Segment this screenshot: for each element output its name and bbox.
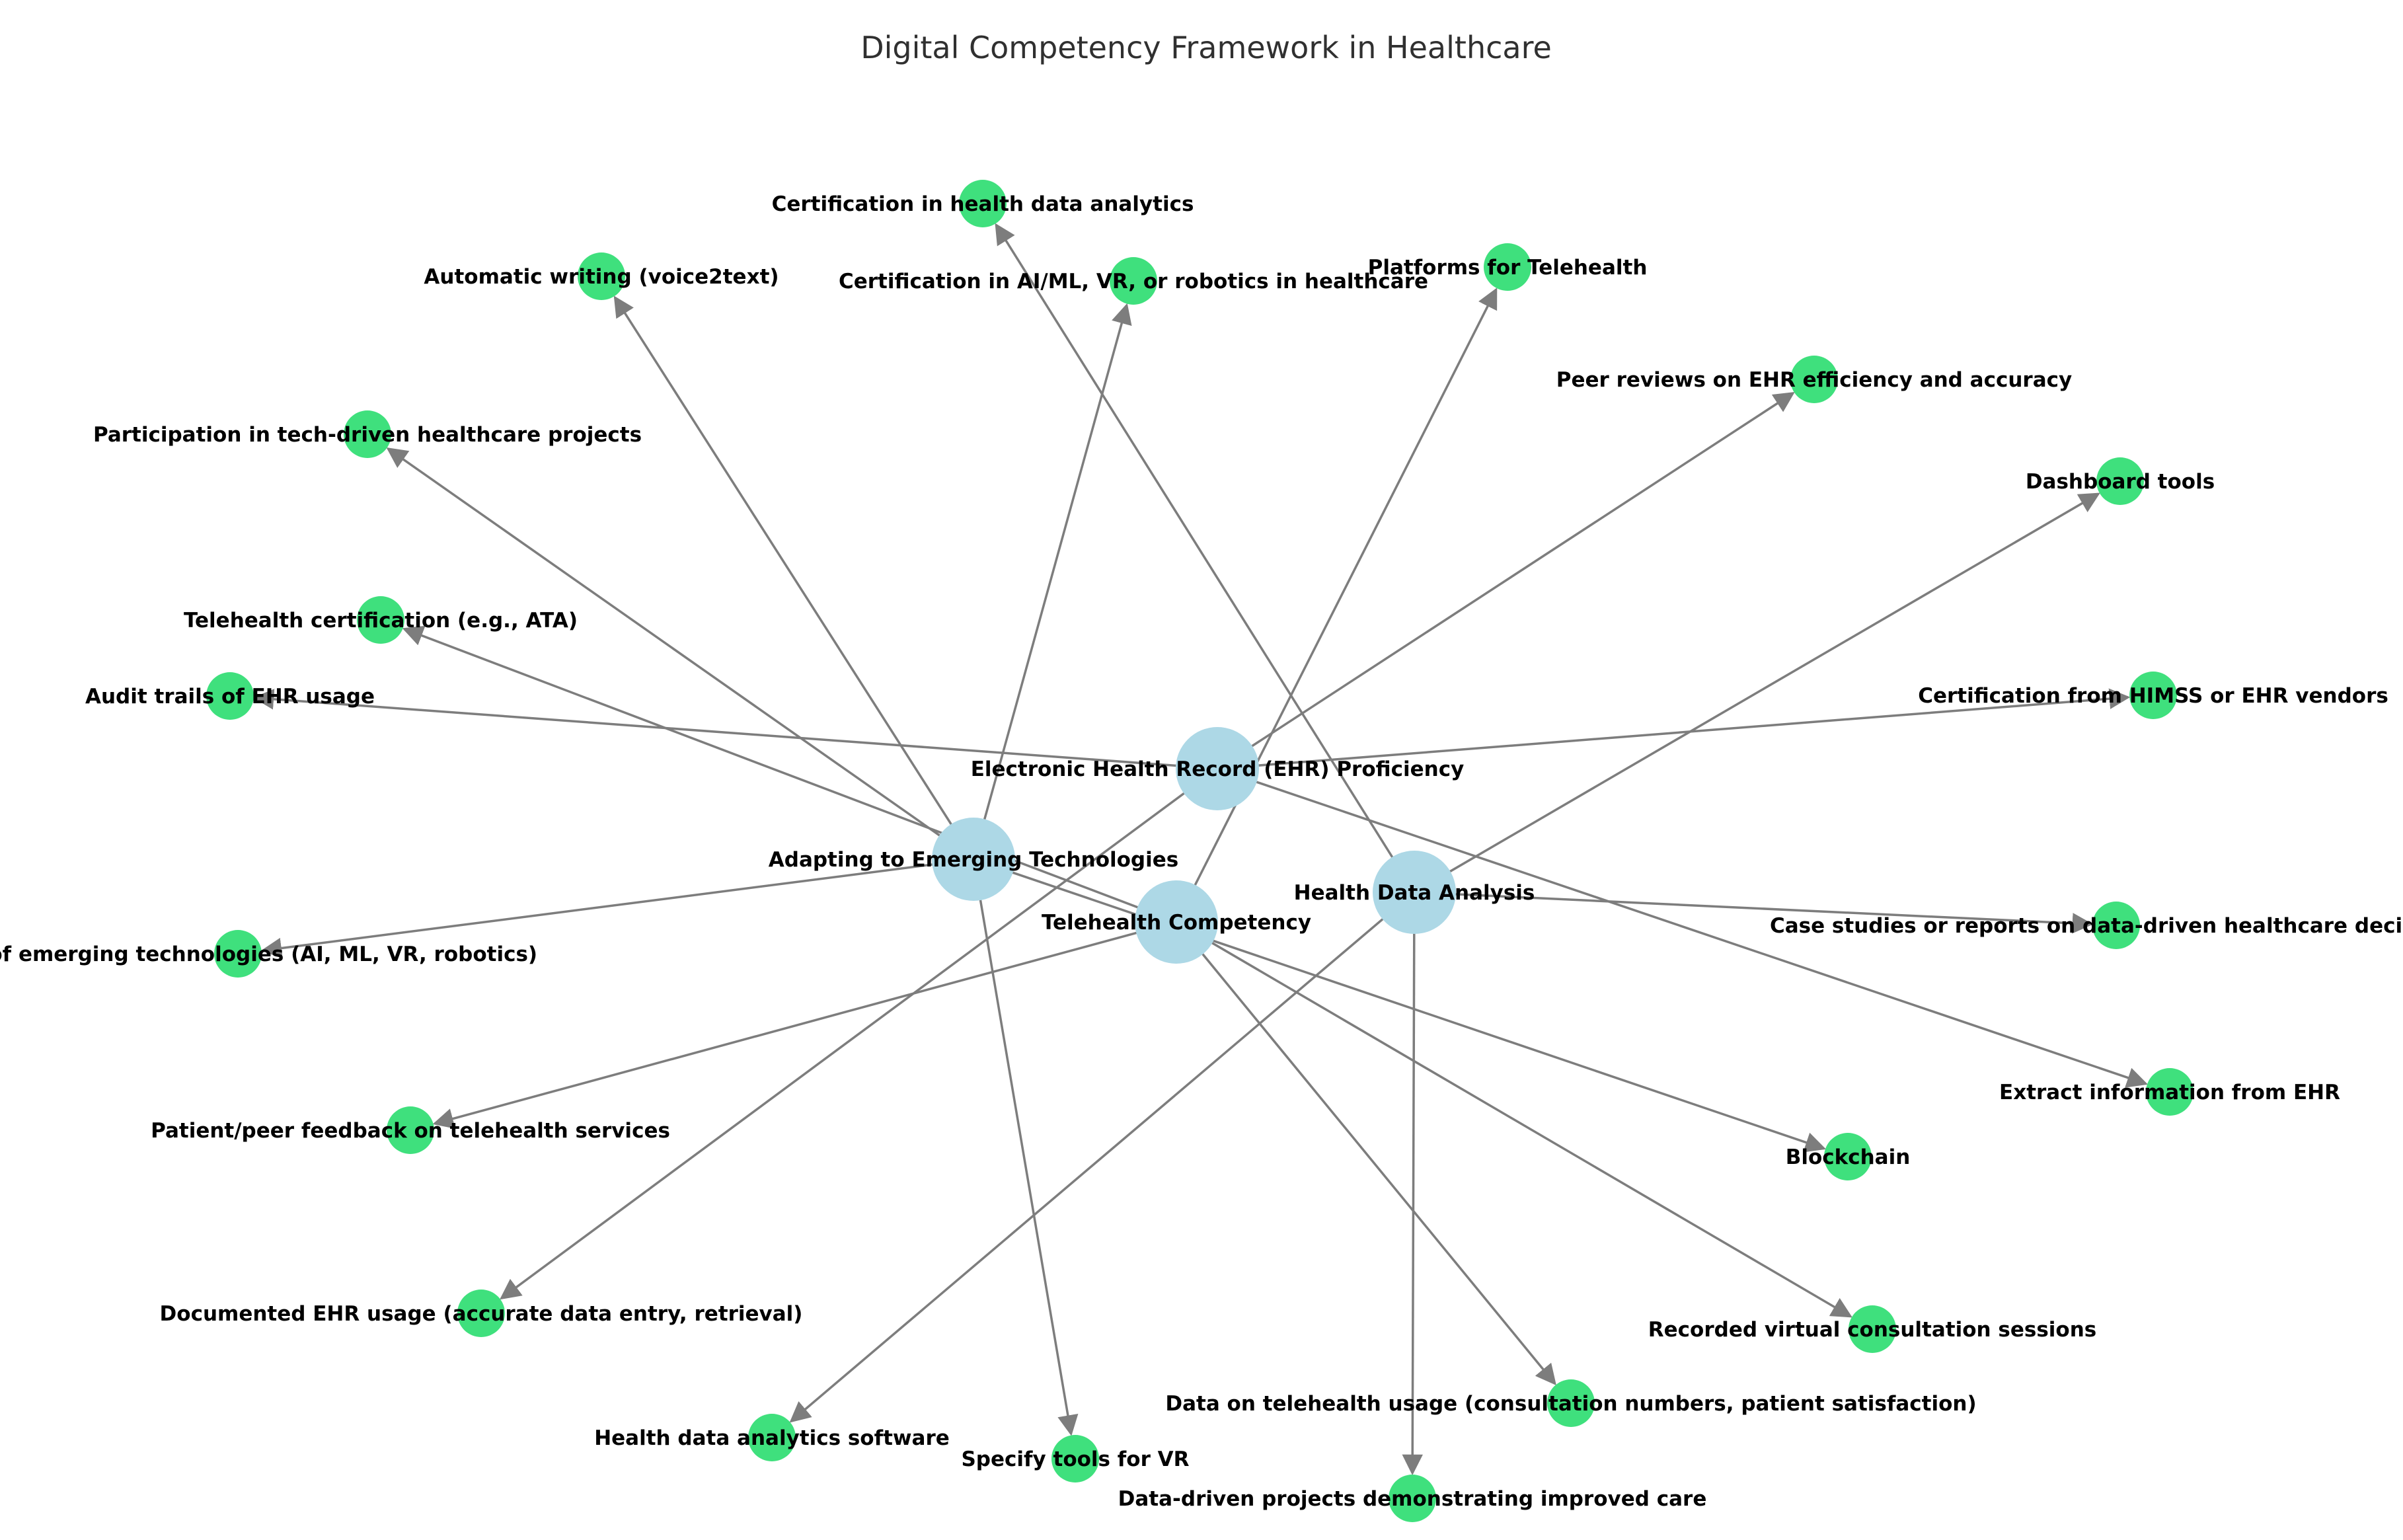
node-tele_cert (357, 596, 404, 644)
label-blockchain: Blockchain (1786, 1145, 1911, 1169)
edge-ehr_proficiency-documented_ehr (500, 767, 1219, 1300)
label-participation: Participation in tech-driven healthcare … (93, 423, 642, 447)
label-analytics_software: Health data analytics software (594, 1426, 950, 1450)
edge-adapting-participation (386, 447, 975, 861)
node-dashboard_tools (2096, 457, 2144, 505)
label-cert_aiml: Certification in AI/ML, VR, or robotics … (839, 270, 1428, 293)
node-vr_tools (1051, 1435, 1099, 1482)
node-auto_writing (578, 252, 625, 300)
node-recorded_sessions (1849, 1305, 1896, 1353)
edge-adapting-auto_writing (613, 295, 975, 860)
edge-adapting-blockchain (973, 858, 1827, 1153)
edge-ehr_proficiency-peer_reviews (1217, 392, 1795, 770)
label-adapting: Adapting to Emerging Technologies (769, 848, 1178, 872)
edge-health_data-case_studies (1414, 891, 2094, 934)
label-auto_writing: Automatic writing (voice2text) (424, 265, 779, 289)
edge-adapting-use_emerging (260, 858, 974, 959)
edge-ehr_proficiency-extract_ehr (1217, 767, 2148, 1088)
node-extract_ehr (2146, 1068, 2193, 1116)
node-usage_data (1547, 1379, 1595, 1427)
node-peer_reviews (1790, 356, 1838, 403)
label-vr_tools: Specify tools for VR (961, 1447, 1189, 1471)
node-documented_ehr (457, 1290, 505, 1337)
label-ehr_proficiency: Electronic Health Record (EHR) Proficien… (971, 757, 1465, 781)
node-cert_analytics (959, 180, 1007, 227)
label-dashboard_tools: Dashboard tools (2026, 470, 2215, 494)
edge-telehealth-recorded_sessions (1176, 921, 1852, 1318)
node-cert_himss (2129, 672, 2177, 719)
node-analytics_software (748, 1414, 796, 1461)
label-cert_himss: Certification from HIMSS or EHR vendors (1918, 684, 2388, 708)
edge-adapting-vr_tools (972, 859, 1079, 1436)
node-case_studies (2092, 902, 2140, 949)
edge-ehr_proficiency-cert_himss (1217, 688, 2131, 770)
label-health_data: Health Data Analysis (1294, 881, 1535, 905)
node-cert_aiml (1110, 257, 1157, 305)
edge-health_data-analytics_software (789, 891, 1416, 1423)
edge-telehealth-platforms_tele (1175, 288, 1498, 923)
label-patient_feedback: Patient/peer feedback on telehealth serv… (151, 1119, 670, 1143)
node-platforms_tele (1484, 243, 1531, 291)
label-documented_ehr: Documented EHR usage (accurate data entr… (160, 1302, 803, 1326)
node-participation (344, 410, 391, 458)
edge-health_data-dashboard_tools (1414, 492, 2100, 894)
label-use_emerging: Use of emerging technologies (AI, ML, VR… (0, 943, 537, 966)
node-patient_feedback (387, 1106, 434, 1154)
node-ehr_proficiency (1176, 727, 1259, 810)
node-blockchain (1824, 1133, 1872, 1180)
edge-ehr_proficiency-audit_trails (252, 689, 1218, 770)
node-adapting (932, 818, 1015, 901)
node-telehealth (1135, 880, 1218, 964)
node-use_emerging (214, 930, 262, 978)
edge-layer (252, 223, 2148, 1476)
label-cert_analytics: Certification in health data analytics (772, 192, 1194, 216)
label-recorded_sessions: Recorded virtual consultation sessions (1648, 1318, 2096, 1342)
label-usage_data: Data on telehealth usage (consultation n… (1165, 1392, 1976, 1416)
label-telehealth: Telehealth Competency (1042, 911, 1311, 935)
node-audit_trails (206, 672, 254, 720)
node-health_data (1373, 851, 1456, 934)
label-extract_ehr: Extract information from EHR (1999, 1081, 2340, 1104)
label-case_studies: Case studies or reports on data-driven h… (1770, 914, 2403, 938)
edge-telehealth-usage_data (1175, 921, 1556, 1386)
edge-telehealth-patient_feedback (432, 921, 1177, 1129)
label-peer_reviews: Peer reviews on EHR efficiency and accur… (1556, 368, 2072, 392)
label-platforms_tele: Platforms for Telehealth (1368, 256, 1648, 280)
label-audit_trails: Audit trails of EHR usage (85, 685, 375, 709)
edge-health_data-data_projects (1402, 892, 1423, 1476)
edge-telehealth-tele_cert (402, 625, 1177, 923)
label-layer: Electronic Health Record (EHR) Proficien… (0, 192, 2403, 1511)
node-layer (206, 180, 2193, 1522)
edge-health_data-cert_analytics (995, 223, 1416, 893)
node-data_projects (1389, 1475, 1436, 1522)
label-data_projects: Data-driven projects demonstrating impro… (1118, 1487, 1707, 1511)
chart-title: Digital Competency Framework in Healthca… (860, 30, 1552, 65)
label-tele_cert: Telehealth certification (e.g., ATA) (184, 609, 578, 633)
edge-adapting-cert_aiml (972, 303, 1132, 860)
